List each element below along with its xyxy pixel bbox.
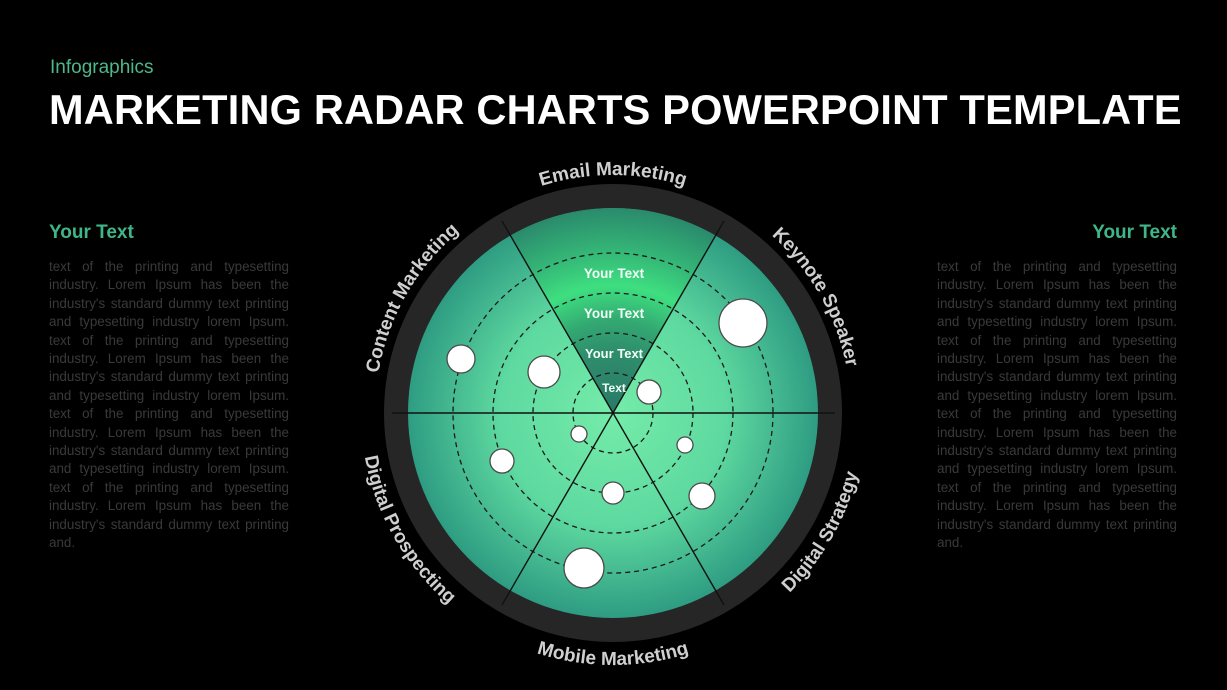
axis-label-mobile-marketing: Mobile Marketing: [535, 638, 691, 670]
bubble-content-inner: [527, 355, 561, 389]
ring-label-3: Your Text: [584, 306, 645, 321]
bubble-keynote-large: [718, 298, 768, 348]
segment-dividers: [392, 220, 835, 606]
bubble-strategy-small: [676, 436, 694, 454]
right-panel-body: text of the printing and typesetting ind…: [937, 259, 1177, 551]
bubble-prospecting-outer: [489, 448, 515, 474]
bubble-keynote-small: [636, 379, 662, 405]
page-title: MARKETING RADAR CHARTS POWERPOINT TEMPLA…: [49, 86, 1182, 133]
highlight-wedge: [510, 208, 716, 413]
right-text-panel: Your Text text of the printing and types…: [937, 222, 1177, 553]
bubble-content-outer: [446, 344, 476, 374]
bubbles: [446, 298, 768, 589]
left-panel-body: text of the printing and typesetting ind…: [49, 259, 289, 551]
bubble-strategy-outer: [688, 482, 716, 510]
ring-label-1: Text: [602, 381, 626, 395]
bubble-prospecting-small: [570, 425, 588, 443]
ring-label-2: Your Text: [585, 346, 644, 361]
left-text-panel: Your Text text of the printing and types…: [49, 222, 289, 553]
left-panel-heading: Your Text: [49, 222, 134, 243]
subtitle: Infographics: [50, 57, 154, 78]
right-panel-heading: Your Text: [1092, 222, 1177, 243]
bubble-mobile-large: [563, 547, 605, 589]
ring-label-4: Your Text: [584, 266, 645, 281]
bubble-mobile-mid: [601, 481, 625, 505]
